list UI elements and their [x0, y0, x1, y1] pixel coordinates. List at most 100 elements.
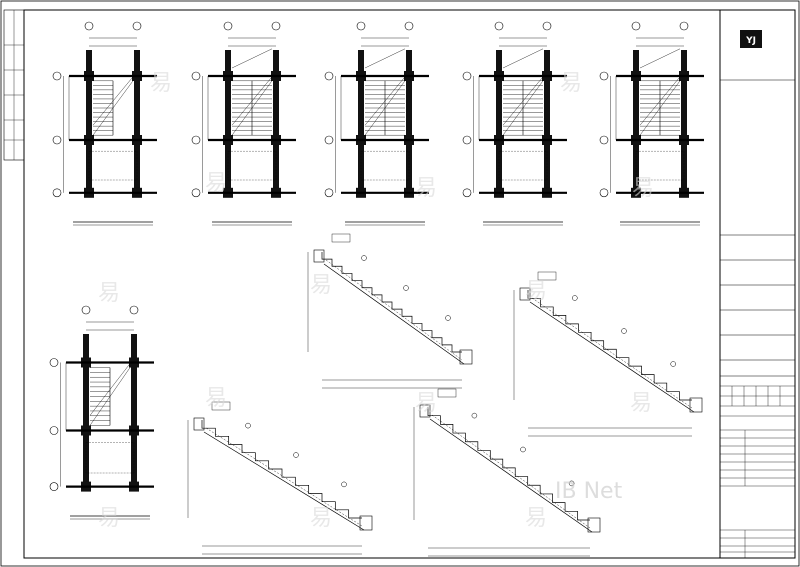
label-box — [537, 271, 557, 281]
wall-left — [225, 50, 231, 196]
stair-plan-view — [462, 21, 567, 226]
grid-axis-bubble — [84, 21, 94, 31]
logo-text: YJ — [745, 36, 756, 46]
grid-axis-bubble — [271, 21, 281, 31]
label-box — [211, 401, 231, 411]
wall-right — [131, 334, 137, 490]
grid-axis-bubble — [52, 135, 62, 145]
grid-axis-bubble — [223, 21, 233, 31]
grid-axis-bubble — [494, 21, 504, 31]
wall-left — [496, 50, 502, 196]
grid-axis-bubble — [52, 71, 62, 81]
callout-bubble — [341, 481, 347, 488]
break-line — [364, 48, 406, 69]
callout-bubble — [445, 315, 451, 321]
grid-axis-bubble — [49, 358, 59, 367]
label-box — [437, 388, 457, 398]
label-box — [331, 233, 351, 243]
break-line — [231, 76, 273, 126]
wall-left — [86, 50, 92, 196]
break-line — [502, 48, 544, 69]
grid-axis-bubble — [631, 21, 641, 31]
grid-axis-bubble — [356, 21, 366, 31]
grid-axis-bubble — [49, 482, 59, 491]
grid-axis-bubble — [81, 305, 91, 315]
drawing-frame — [23, 9, 721, 559]
bottom-beam — [459, 349, 473, 365]
grid-axis-bubble — [462, 71, 472, 81]
landing-outline — [227, 151, 277, 181]
top-beam — [193, 417, 205, 431]
watermark-glyph: 易 — [525, 279, 547, 304]
break-line — [231, 48, 273, 69]
grid-axis-bubble — [324, 71, 334, 81]
rebar-line — [431, 414, 591, 529]
grid-axis-bubble — [52, 188, 62, 198]
break-line — [231, 80, 273, 136]
break-line — [639, 80, 681, 136]
stair-plan-view — [52, 21, 157, 226]
break-line — [364, 80, 406, 136]
watermark-glyph: 易 — [415, 391, 437, 416]
callout-bubble — [568, 480, 575, 487]
watermark-glyph: 易 — [415, 176, 437, 201]
rebar-line — [205, 427, 363, 527]
stair-step-profile — [201, 420, 362, 519]
grid-axis-bubble — [324, 188, 334, 198]
grid-axis-bubble — [599, 188, 609, 198]
callout-bubble — [572, 295, 578, 301]
watermark-glyph: 易 — [205, 386, 227, 411]
callout-bubble — [403, 285, 409, 291]
stair-section-1 — [307, 233, 473, 389]
rebar-line — [531, 297, 693, 409]
rebar-line — [325, 259, 463, 361]
stair-soffit-line — [529, 301, 695, 413]
stair-plan-view — [324, 21, 429, 226]
watermark-glyph: 易 — [98, 281, 120, 306]
left-binding-strip — [3, 9, 25, 161]
callout-bubble — [520, 446, 526, 453]
stair-plan-view — [599, 21, 704, 226]
callout-bubble — [621, 328, 627, 334]
watermark-glyph: 易 — [205, 171, 227, 196]
break-line — [89, 367, 131, 426]
grid-axis-bubble — [49, 426, 59, 435]
grid-axis-bubble — [404, 21, 414, 31]
break-line — [639, 76, 681, 126]
logo-icon: YJ — [740, 30, 762, 48]
watermark-glyph: 易 — [310, 506, 332, 531]
stair-plan-view — [49, 305, 154, 520]
watermark-overlay-text: IB Net — [555, 479, 623, 504]
break-line — [364, 76, 406, 126]
watermark-glyph: 易 — [310, 273, 332, 298]
callout-bubble — [670, 361, 676, 367]
callout-bubble — [245, 422, 251, 429]
stair-section-3 — [187, 401, 373, 555]
break-line — [502, 76, 544, 126]
stair-soffit-line — [323, 263, 465, 365]
break-line — [502, 80, 544, 136]
stair-step-profile — [527, 290, 692, 401]
landing-outline — [498, 151, 548, 181]
title-block: YJ — [719, 9, 796, 559]
callout-bubble — [471, 412, 478, 419]
bottom-beam — [587, 517, 601, 533]
stair-soffit-line — [429, 418, 593, 533]
stair-step-profile — [321, 252, 462, 353]
bottom-beam — [689, 397, 703, 413]
wall-right — [406, 50, 412, 196]
break-line — [89, 363, 131, 416]
watermark-glyph: 易 — [98, 506, 120, 531]
landing-outline — [360, 151, 410, 181]
stair-step-profile — [427, 407, 590, 521]
grid-axis-bubble — [462, 135, 472, 145]
wall-right — [681, 50, 687, 196]
grid-axis-bubble — [679, 21, 689, 31]
stair-section-4 — [413, 388, 601, 557]
wall-right — [273, 50, 279, 196]
watermark-glyph: 易 — [632, 176, 654, 201]
break-line — [639, 48, 681, 69]
watermark-glyph: 易 — [525, 506, 547, 531]
